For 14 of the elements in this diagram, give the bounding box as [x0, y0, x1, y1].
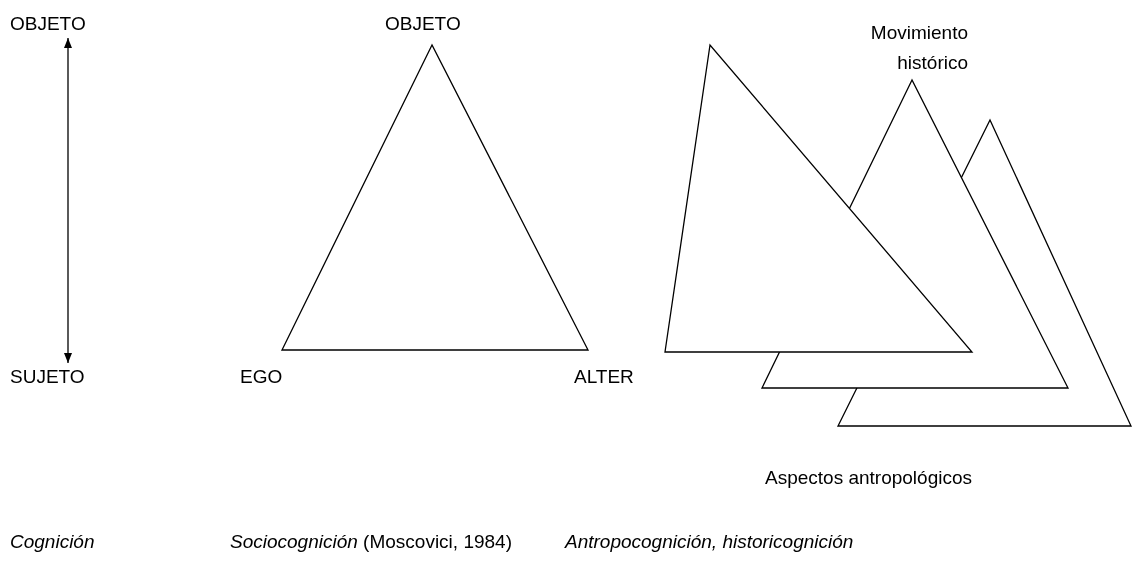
node-label: SUJETO: [10, 365, 85, 389]
node-label: OBJETO: [10, 12, 86, 36]
text-label: EGO: [240, 365, 283, 389]
triangle-shape: [280, 43, 590, 351]
caption: Sociocognición (Moscovici, 1984): [230, 530, 512, 554]
double-arrow: [63, 37, 73, 364]
text-label: OBJETO: [385, 12, 461, 36]
text-label: ALTER: [574, 365, 634, 389]
text-label: Movimiento histórico: [869, 21, 968, 75]
triangle-shape: [836, 118, 1132, 427]
text-label: Aspectos antropológicos: [765, 466, 972, 490]
triangle-shape: [664, 43, 974, 353]
caption: Cognición: [10, 530, 95, 554]
caption: Antropocognición, historicognición: [565, 530, 854, 554]
